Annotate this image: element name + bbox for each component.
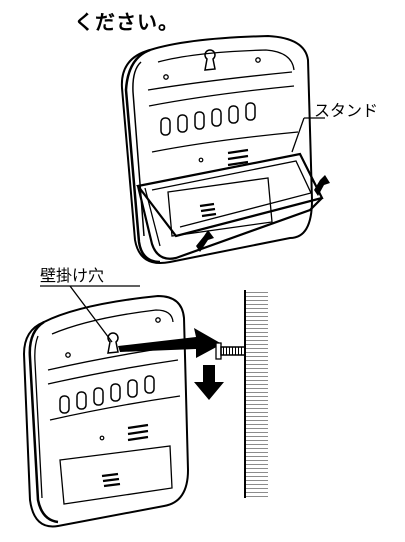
mount-arrow-down bbox=[194, 365, 224, 400]
mount-arrow-right bbox=[118, 328, 222, 358]
stand-label: スタンド bbox=[314, 101, 379, 120]
wall-hole-label: 壁掛け穴 bbox=[40, 266, 105, 285]
stand-arrow-left bbox=[196, 230, 214, 252]
instruction-heading: ください。 bbox=[74, 10, 179, 34]
wall bbox=[244, 290, 268, 498]
stand-arrow-right bbox=[314, 175, 330, 196]
device-top bbox=[120, 34, 325, 264]
device-bottom bbox=[22, 285, 190, 528]
screw bbox=[215, 342, 246, 360]
